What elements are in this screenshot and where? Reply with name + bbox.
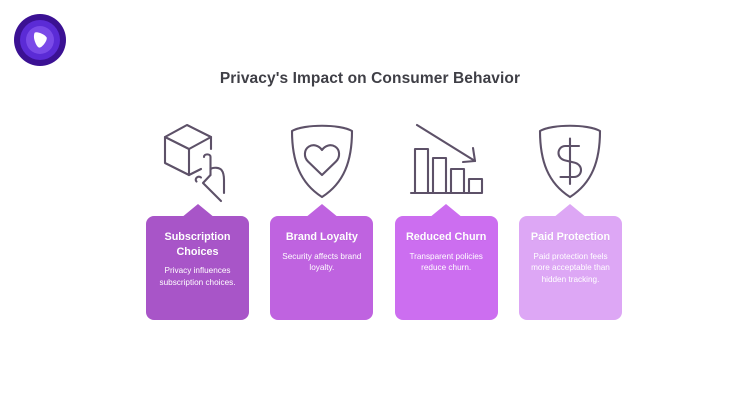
shield-dollar-icon [519, 112, 622, 208]
impact-card-title: Paid Protection [530, 231, 611, 243]
impact-column-paid-protection: Paid Protection Paid protection feels mo… [518, 112, 622, 320]
impact-columns: Subscription Choices Privacy influences … [146, 112, 622, 320]
impact-card-body: Privacy influences subscription choices. [159, 266, 236, 288]
impact-card-body: Security affects brand loyalty. [282, 251, 362, 273]
brand-logo [13, 13, 67, 67]
impact-card-wrapper: Paid Protection Paid protection feels mo… [518, 204, 622, 320]
card-notch [304, 204, 339, 218]
impact-card-title: Reduced Churn [405, 231, 487, 243]
impact-card-wrapper: Subscription Choices Privacy influences … [146, 204, 249, 320]
impact-card[interactable]: Brand Loyalty Security affects brand loy… [270, 216, 374, 320]
impact-card[interactable]: Subscription Choices Privacy influences … [146, 216, 249, 320]
shield-heart-glyph [290, 124, 353, 199]
page-title: Privacy's Impact on Consumer Behavior [219, 70, 521, 87]
impact-card-body: Transparent policies reduce churn. [409, 251, 483, 273]
impact-card[interactable]: Reduced Churn Transparent policies reduc… [394, 216, 498, 320]
box-with-pointing-hand-glyph [163, 123, 225, 203]
shield-dollar-glyph [539, 124, 602, 199]
impact-card-wrapper: Reduced Churn Transparent policies reduc… [394, 204, 498, 320]
impact-column-brand-loyalty: Brand Loyalty Security affects brand loy… [270, 112, 374, 320]
impact-card-title: Brand Loyalty [285, 231, 358, 243]
declining-bar-chart-icon [395, 112, 498, 208]
impact-card-title: Subscription Choices [164, 231, 231, 258]
shield-heart-icon [270, 112, 373, 208]
impact-card[interactable]: Paid Protection Paid protection feels mo… [518, 216, 622, 320]
impact-column-subscription-choices: Subscription Choices Privacy influences … [146, 112, 249, 320]
impact-card-body: Paid protection feels more acceptable th… [531, 251, 610, 285]
logo-play-mark [33, 32, 47, 48]
card-notch [553, 204, 588, 218]
play-badge-logo-icon [14, 14, 66, 66]
card-notch [180, 204, 215, 218]
box-with-pointing-hand-icon [146, 112, 249, 208]
impact-column-reduced-churn: Reduced Churn Transparent policies reduc… [394, 112, 498, 320]
impact-card-wrapper: Brand Loyalty Security affects brand loy… [270, 204, 374, 320]
declining-bar-chart-glyph [410, 123, 484, 195]
card-notch [429, 204, 464, 218]
